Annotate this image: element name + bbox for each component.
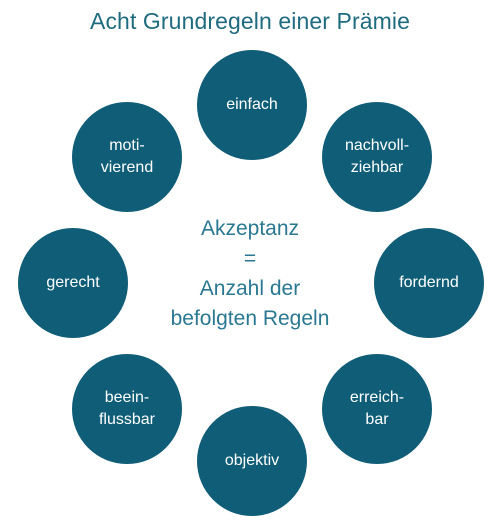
rule-circle-erreichbar: erreich- bar [322, 354, 432, 464]
diagram-title: Acht Grundregeln einer Prämie [90, 8, 410, 34]
center-statement: Akzeptanz = Anzahl der befolgten Regeln [120, 214, 380, 334]
rule-circle-fordernd: fordernd [374, 228, 484, 338]
rule-circle-nachvollziehbar: nachvoll- ziehbar [322, 102, 432, 212]
rule-circle-einfach: einfach [197, 50, 307, 160]
rule-circle-motivierend: moti- vierend [72, 102, 182, 212]
center-line-regeln: befolgten Regeln [170, 307, 330, 330]
center-line-equals: = [243, 247, 257, 270]
center-line-anzahl: Anzahl der [199, 277, 301, 300]
rule-circle-objektiv: objektiv [197, 406, 307, 516]
rule-circle-beeinflussbar: beein- flussbar [72, 354, 182, 464]
center-line-akzeptanz: Akzeptanz [200, 217, 300, 240]
rule-circle-gerecht: gerecht [18, 228, 128, 338]
